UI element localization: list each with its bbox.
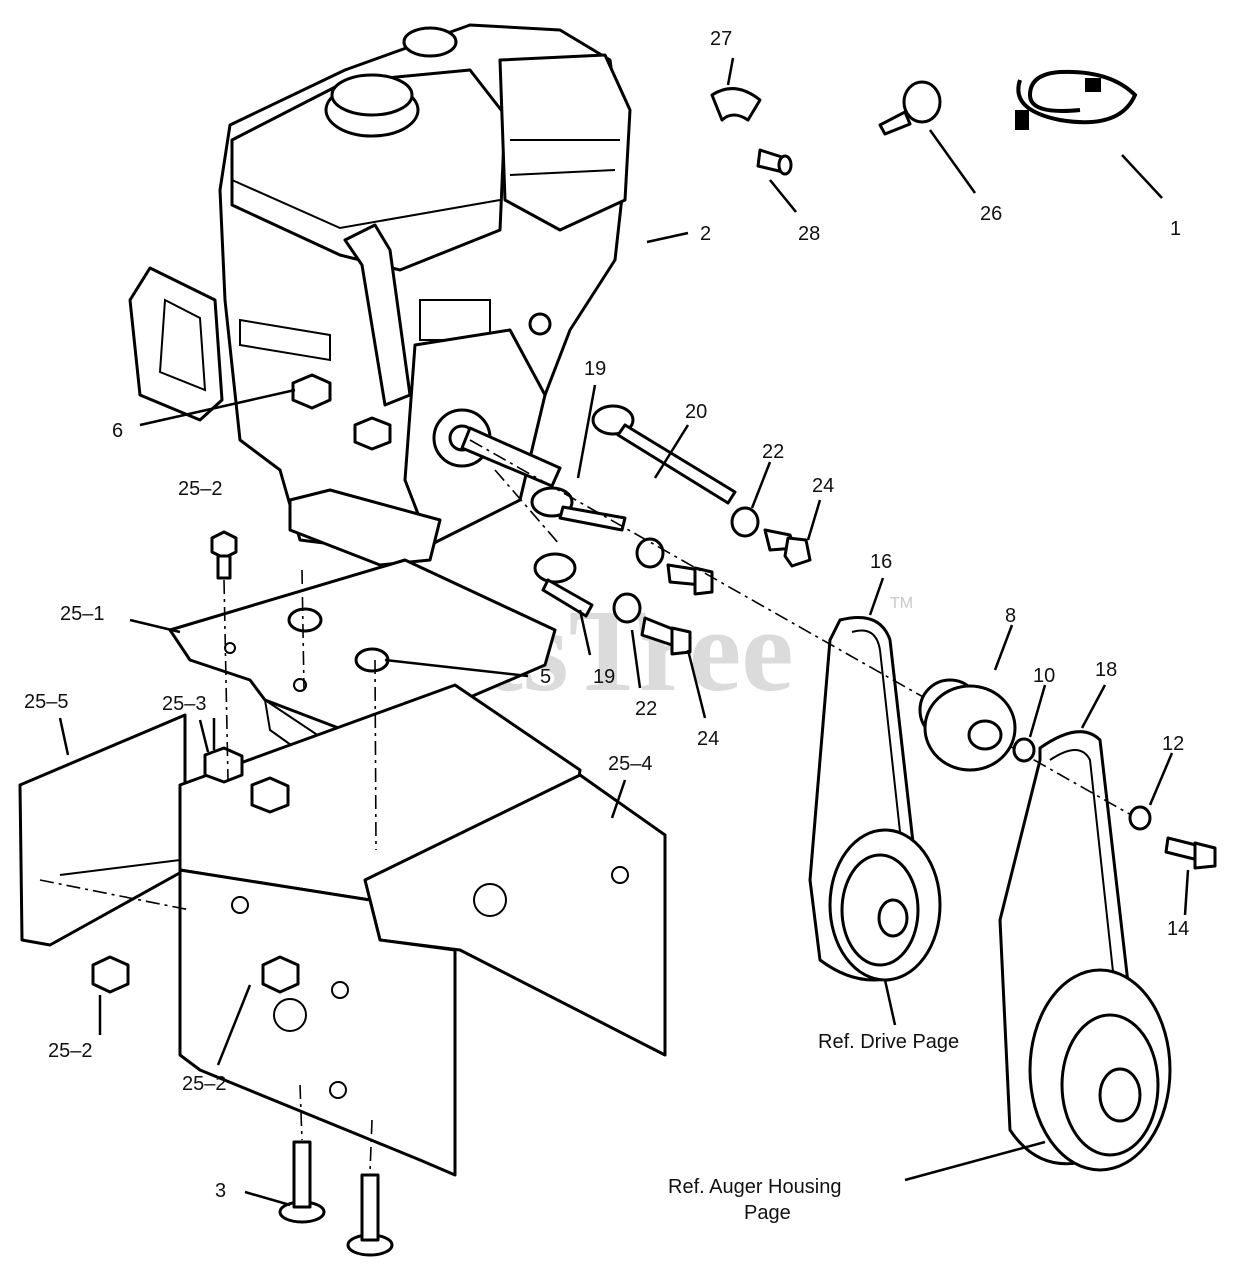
part-25-2-bolt-front — [261, 955, 300, 994]
callout-16: 16 — [870, 551, 892, 573]
callout-28: 28 — [798, 223, 820, 245]
part-25-5-side-panel — [18, 713, 187, 947]
oil-fill-cap — [402, 26, 458, 58]
part-8-engine-pulley — [918, 678, 1017, 772]
part-22-washer-upper — [730, 506, 760, 538]
callout-5: 5 — [540, 666, 551, 688]
callout-26: 26 — [980, 203, 1002, 225]
part-22-washer-lower — [612, 592, 642, 624]
callout-27: 27 — [710, 28, 732, 50]
cord-plug — [1015, 110, 1029, 130]
frame-front-panel — [178, 868, 457, 1177]
auger-pulley — [1028, 968, 1172, 1172]
callout-12: 12 — [1162, 733, 1184, 755]
callout-24-bottom: 24 — [697, 728, 719, 750]
callout-25-4: 25–4 — [608, 753, 653, 775]
callout-22-top: 22 — [762, 441, 784, 463]
callout-25-1: 25–1 — [60, 603, 105, 625]
engine — [128, 23, 632, 567]
drive-pulley — [828, 828, 942, 982]
pulley-hardware — [530, 404, 812, 656]
callout-25-3: 25–3 — [162, 693, 207, 715]
ref-drive-page: Ref. Drive Page — [818, 1031, 959, 1053]
leader-lines — [58, 57, 1190, 1207]
part-26-primer-knob — [902, 80, 942, 124]
watermark-trademark: TM — [890, 595, 913, 612]
callout-19-bottom: 19 — [593, 666, 615, 688]
part-25-3-bolt-a — [203, 746, 244, 784]
callout-14: 14 — [1167, 918, 1189, 940]
callout-3: 3 — [215, 1180, 226, 1202]
callout-1: 1 — [1170, 218, 1181, 240]
callout-10: 10 — [1033, 665, 1055, 687]
callout-8: 8 — [1005, 605, 1016, 627]
part-12-washer — [1128, 805, 1152, 831]
engine-nut-2 — [353, 416, 392, 451]
part-3-carriage-bolts — [278, 1140, 394, 1257]
part-25-2-bolt-left — [91, 955, 130, 994]
part-25-3-bolt-b — [250, 776, 290, 814]
ref-auger-housing-line2: Page — [744, 1202, 791, 1224]
callout-20: 20 — [685, 401, 707, 423]
part-27-cable-guide — [710, 87, 762, 122]
callout-19-top: 19 — [584, 358, 606, 380]
callout-18: 18 — [1095, 659, 1117, 681]
engine-base — [288, 488, 442, 567]
cord-socket — [1085, 78, 1101, 92]
callout-25-2-front: 25–2 — [182, 1073, 227, 1095]
ref-auger-housing-line1: Ref. Auger Housing — [668, 1176, 841, 1198]
callout-24-top: 24 — [812, 475, 834, 497]
callout-22-bottom: 22 — [635, 698, 657, 720]
callout-25-5: 25–5 — [24, 691, 69, 713]
air-filter-housing — [498, 53, 632, 232]
part-19-belt-keeper-lower — [533, 552, 577, 584]
callout-6: 6 — [112, 420, 123, 442]
callout-labels: 27 28 26 1 2 6 19 20 22 24 25–2 25–1 5 1… — [24, 28, 1189, 1224]
callout-25-2-left: 25–2 — [48, 1040, 93, 1062]
engine-handle — [128, 266, 224, 422]
frame-assembly — [18, 530, 667, 1257]
part-25-2-bolt-top — [210, 530, 238, 560]
engine-nut-1 — [291, 373, 332, 410]
callout-2: 2 — [700, 223, 711, 245]
part-10-spacer — [1012, 737, 1036, 763]
part-1-extension-cord — [1016, 69, 1138, 125]
callout-25-2-top: 25–2 — [178, 478, 223, 500]
